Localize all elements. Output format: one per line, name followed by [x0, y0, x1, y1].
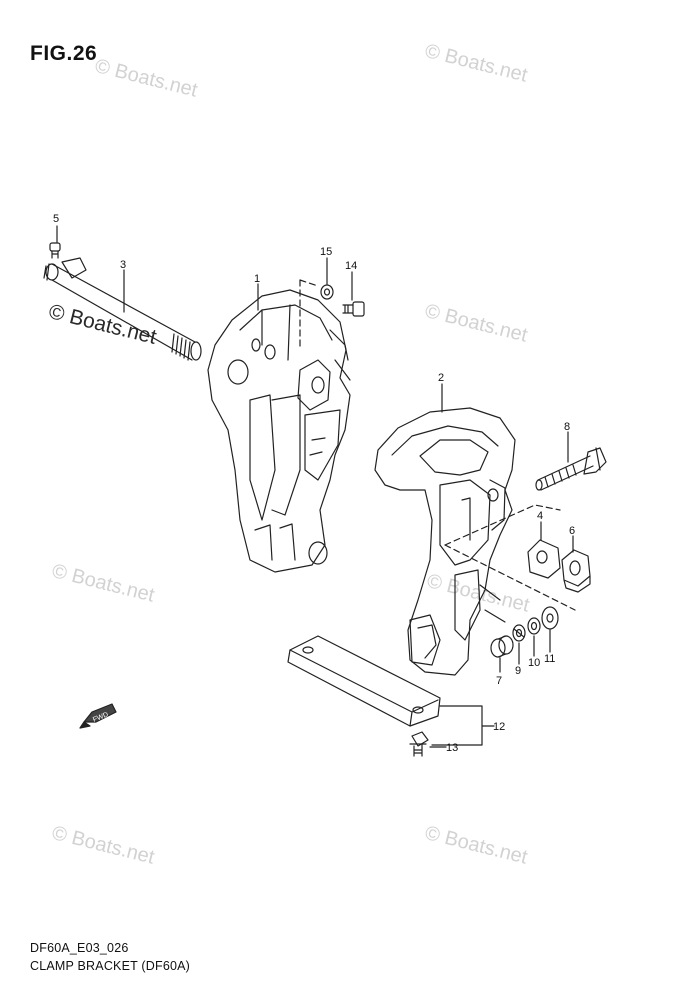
callout-2: 2	[438, 372, 444, 384]
callout-3: 3	[120, 259, 126, 271]
callout-15: 15	[320, 246, 332, 258]
caption-code: DF60A_E03_026	[30, 941, 129, 955]
anode-part-12	[287, 635, 441, 727]
forward-arrow-icon: FWD	[79, 703, 117, 729]
washer-part-11	[541, 606, 559, 630]
bolt-part-5	[49, 242, 61, 259]
figure-title: FIG.26	[30, 42, 98, 65]
callout-14: 14	[345, 260, 357, 272]
callout-13: 13	[446, 742, 458, 754]
bolt-part-14	[342, 301, 365, 317]
washer-part-10	[527, 617, 541, 635]
collar-part-7	[490, 635, 514, 658]
callout-1: 1	[254, 273, 260, 285]
callout-10: 10	[528, 657, 540, 669]
assembly-line	[299, 279, 319, 351]
callout-5: 5	[53, 213, 59, 225]
callout-9: 9	[515, 665, 521, 677]
tilt-shaft-part-3	[43, 257, 202, 361]
callout-7: 7	[496, 675, 502, 687]
lock-washer-part-9	[512, 624, 526, 642]
plate-part-4	[527, 539, 561, 579]
callout-4: 4	[537, 510, 543, 522]
callout-11: 11	[544, 653, 555, 665]
assembly-line	[444, 544, 576, 611]
clamp-bracket-part-1	[207, 289, 351, 573]
callout-12: 12	[493, 721, 505, 733]
nut-part-6	[561, 549, 591, 593]
washer-part-15	[320, 284, 334, 300]
assembly-line	[444, 504, 561, 546]
bolt-part-8	[535, 447, 607, 491]
caption-name: CLAMP BRACKET (DF60A)	[30, 959, 191, 973]
callout-8: 8	[564, 421, 570, 433]
clamp-bracket-part-2	[374, 407, 516, 676]
leader-line	[431, 705, 483, 746]
bolt-part-13	[409, 731, 429, 757]
callout-6: 6	[569, 525, 575, 537]
